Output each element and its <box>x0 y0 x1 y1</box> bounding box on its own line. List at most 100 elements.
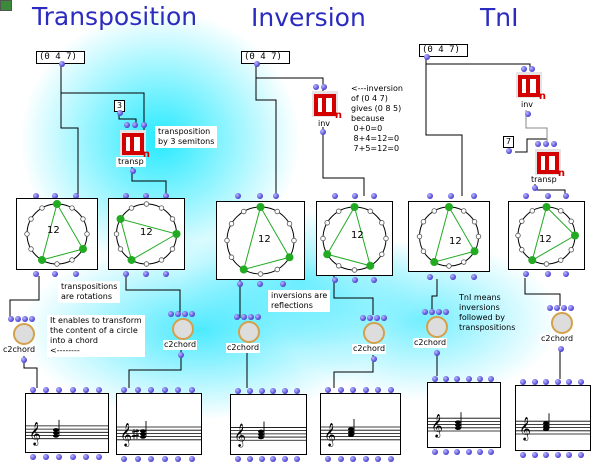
inlet[interactable] <box>168 311 174 317</box>
outlet[interactable] <box>454 449 461 455</box>
outlet[interactable] <box>337 456 344 462</box>
inlet[interactable] <box>30 387 36 393</box>
inlet[interactable] <box>547 305 553 311</box>
outlet[interactable] <box>506 148 512 154</box>
inlet[interactable] <box>22 316 28 322</box>
outlet[interactable] <box>82 454 89 460</box>
inlet[interactable] <box>96 387 102 393</box>
outlet[interactable] <box>424 54 430 60</box>
outlet[interactable] <box>258 456 265 462</box>
inlet[interactable] <box>73 193 79 199</box>
outlet[interactable] <box>432 449 438 455</box>
outlet[interactable] <box>235 456 241 462</box>
inlet[interactable] <box>15 316 21 322</box>
inlet[interactable] <box>563 193 569 199</box>
outlet[interactable] <box>43 454 50 460</box>
inlet[interactable] <box>175 387 182 393</box>
check-icon[interactable] <box>0 0 12 11</box>
inlet[interactable] <box>578 379 584 385</box>
inlet[interactable] <box>163 193 169 199</box>
inlet[interactable] <box>476 376 483 382</box>
inlet[interactable] <box>523 193 529 199</box>
input-list-tni[interactable]: (0 4 7) <box>419 44 468 57</box>
inlet[interactable] <box>313 84 319 90</box>
inlet[interactable] <box>545 193 551 199</box>
c2chord-icon[interactable] <box>551 312 573 334</box>
inlet[interactable] <box>529 66 535 72</box>
inlet[interactable] <box>454 376 461 382</box>
outlet[interactable] <box>96 454 102 460</box>
inlet[interactable] <box>257 193 263 199</box>
outlet[interactable] <box>161 456 168 462</box>
outlet[interactable] <box>121 456 127 462</box>
transp-amount-box[interactable]: 7 <box>503 136 514 148</box>
chord-score-inversion-right[interactable]: 𝄞 <box>320 393 401 455</box>
inlet[interactable] <box>248 314 254 320</box>
inlet[interactable] <box>337 387 344 393</box>
c2chord-icon[interactable] <box>363 322 385 344</box>
inlet[interactable] <box>488 376 494 382</box>
outlet[interactable] <box>545 271 551 277</box>
inlet[interactable] <box>443 376 450 382</box>
inlet[interactable] <box>432 376 438 382</box>
c2chord-icon[interactable] <box>426 316 448 338</box>
outlet[interactable] <box>352 277 358 283</box>
outlet[interactable] <box>325 456 331 462</box>
inlet[interactable] <box>360 315 366 321</box>
outlet[interactable] <box>362 456 369 462</box>
inlet[interactable] <box>429 309 435 315</box>
outlet[interactable] <box>471 274 477 280</box>
inlet[interactable] <box>132 122 138 128</box>
outlet[interactable] <box>282 456 289 462</box>
c2chord-icon[interactable] <box>172 318 194 340</box>
inlet[interactable] <box>134 387 141 393</box>
inlet[interactable] <box>325 387 331 393</box>
chord-score-tni-right[interactable]: 𝄞 <box>515 385 591 451</box>
outlet[interactable] <box>543 452 550 458</box>
inlet[interactable] <box>551 141 557 147</box>
outlet[interactable] <box>554 452 561 458</box>
outlet[interactable] <box>375 456 382 462</box>
inlet[interactable] <box>332 193 338 199</box>
inlet[interactable] <box>543 379 550 385</box>
outlet[interactable] <box>371 277 377 283</box>
inlet[interactable] <box>436 309 442 315</box>
inlet[interactable] <box>443 309 449 315</box>
inlet[interactable] <box>241 314 247 320</box>
outlet[interactable] <box>578 452 584 458</box>
c2chord-icon[interactable] <box>238 321 260 343</box>
inlet[interactable] <box>33 193 39 199</box>
outlet[interactable] <box>563 271 569 277</box>
inlet[interactable] <box>189 311 195 317</box>
outlet[interactable] <box>21 357 27 363</box>
outlet[interactable] <box>566 452 573 458</box>
outlet[interactable] <box>371 356 377 362</box>
inlet[interactable] <box>448 193 454 199</box>
outlet[interactable] <box>123 271 129 277</box>
outlet[interactable] <box>134 456 141 462</box>
inlet[interactable] <box>321 84 327 90</box>
outlet[interactable] <box>443 449 450 455</box>
inlet[interactable] <box>43 387 50 393</box>
inlet[interactable] <box>234 314 240 320</box>
inlet[interactable] <box>388 387 394 393</box>
outlet[interactable] <box>476 449 483 455</box>
outlet[interactable] <box>280 281 286 287</box>
inlet[interactable] <box>465 376 472 382</box>
outlet[interactable] <box>178 352 184 358</box>
inlet[interactable] <box>531 379 538 385</box>
outlet[interactable] <box>33 271 39 277</box>
outlet[interactable] <box>523 271 529 277</box>
inlet[interactable] <box>282 388 289 394</box>
inlet[interactable] <box>543 141 549 147</box>
chord-score-transposition-right[interactable]: 𝄞 <box>116 393 202 455</box>
circle-box-tni-left[interactable]: 12 <box>408 201 490 272</box>
inlet[interactable] <box>124 122 130 128</box>
inlet[interactable] <box>521 66 527 72</box>
circle-box-transposition-right[interactable]: 12 <box>108 198 185 270</box>
outlet[interactable] <box>434 350 440 356</box>
outlet[interactable] <box>59 61 65 67</box>
outlet[interactable] <box>237 281 243 287</box>
inlet[interactable] <box>143 193 149 199</box>
om-function-icon[interactable]: n <box>312 91 342 121</box>
